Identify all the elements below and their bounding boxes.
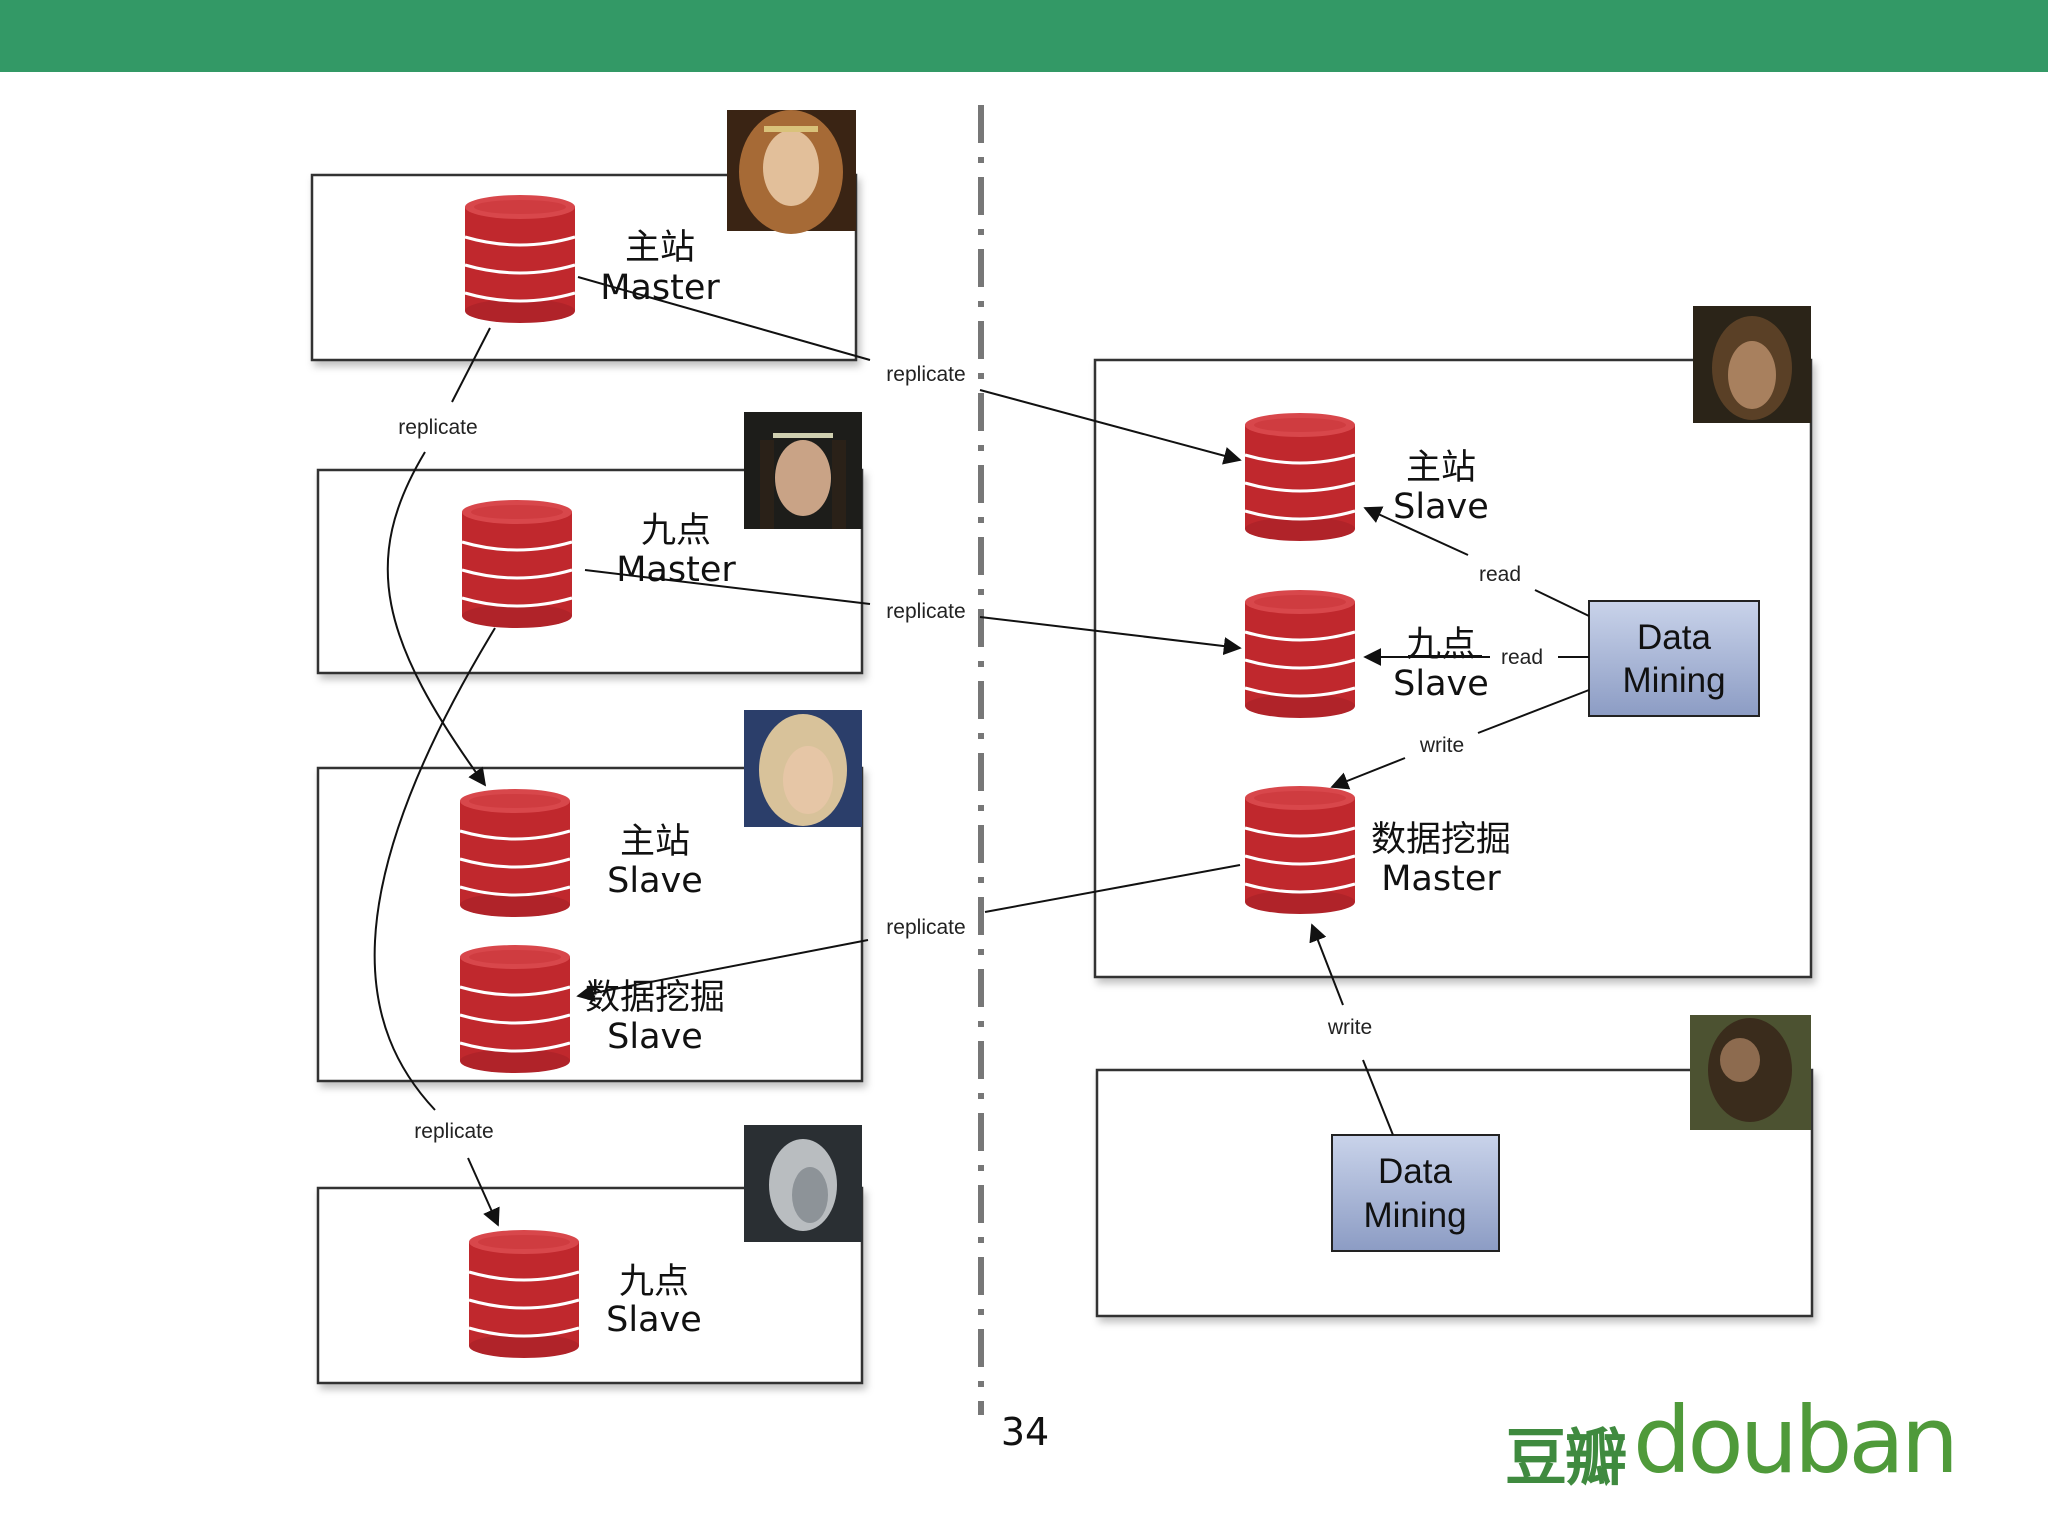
ranger-portrait-icon [1693,306,1811,423]
db-label-line2: Slave [607,861,703,901]
edge-replicate [577,276,871,361]
page-number: 34 [1000,1410,1050,1454]
edge-write [1477,689,1590,734]
data-mining-box: Data Mining [1588,600,1760,717]
left-box-jiudian-slave: 九点 Slave [316,1125,864,1385]
db-label-line1: 九点 [619,1262,689,1302]
db-label-line1: 主站 [620,822,690,862]
db-label-line1: 主站 [1406,448,1476,488]
edge-write-arrow [1309,923,1344,1006]
elf-lord-portrait-icon [744,412,862,529]
edge-replicate-arrow [386,451,487,787]
database-icon [1243,588,1357,720]
edge-replicate-arrow [979,616,1242,656]
edge-label-write: write [1419,734,1464,757]
edge-label-write: write [1327,1016,1372,1039]
data-mining-line2: Mining [1622,661,1725,700]
left-box-main-master: 主站 Master [310,110,858,362]
data-mining-line2: Mining [1363,1196,1466,1235]
edge-replicate-arrow [467,1157,500,1227]
edge-label-read: read [1479,563,1521,586]
data-mining-line1: Data [1378,1152,1452,1191]
edge-label-replicate: replicate [886,916,965,939]
edge-read [1534,589,1590,617]
data-mining-box: Data Mining [1331,1134,1500,1252]
db-label-line1: 九点 [641,511,711,551]
edges [373,276,1590,1227]
edge-label-read: read [1501,646,1543,669]
douban-logo: 豆瓣douban [1505,1387,1959,1505]
edge-replicate-arrow [576,939,869,1002]
db-label-line1: 数据挖掘 [1371,820,1511,860]
database-icon [467,1228,581,1360]
db-label-line2: Master [616,550,736,590]
database-icon [458,943,572,1075]
edge-label-replicate: replicate [886,600,965,623]
edge-read-arrow [1363,506,1469,556]
left-box-slaves: 主站 Slave 数据挖掘 Slave [316,710,864,1083]
logo-english: douban [1633,1387,1959,1494]
db-label-line2: Slave [1393,664,1489,704]
logo-chinese: 豆瓣 [1505,1421,1627,1494]
db-label-line1: 数据挖掘 [585,978,725,1018]
elf-woman-portrait-icon [727,110,856,234]
edge-write-arrow [1330,757,1406,790]
edge-label-replicate: replicate [398,416,477,439]
db-label-line2: Master [1381,859,1501,899]
db-label-line2: Slave [606,1300,702,1340]
database-icon [463,193,577,325]
edge-replicate-arrow [979,389,1242,465]
edge-replicate [984,864,1241,913]
right-box-datamining-site: 主站 Slave 九点 Slave 数据挖掘 Master Data Minin… [1093,306,1813,979]
db-label-line1: 主站 [625,228,695,268]
edge-replicate [373,627,496,1111]
edge-label-replicate: replicate [414,1120,493,1143]
edge-replicate [584,569,871,605]
dwarf-portrait-icon [1690,1015,1811,1130]
database-icon [1243,784,1357,916]
db-label-line1: 九点 [1406,625,1476,665]
header-bar [0,0,2048,72]
db-label-line2: Slave [607,1017,703,1057]
pale-elf-portrait-icon [744,1125,862,1242]
edge-label-replicate: replicate [886,363,965,386]
database-icon [458,787,572,919]
database-icon [1243,411,1357,543]
data-mining-line1: Data [1637,618,1711,657]
edge-write [1362,1059,1394,1136]
blond-warrior-portrait-icon [744,710,862,827]
edge-replicate [451,327,491,403]
right-box-datamining-job: Data Mining [1095,1015,1814,1318]
db-label-line2: Slave [1393,487,1489,527]
database-icon [460,498,574,630]
